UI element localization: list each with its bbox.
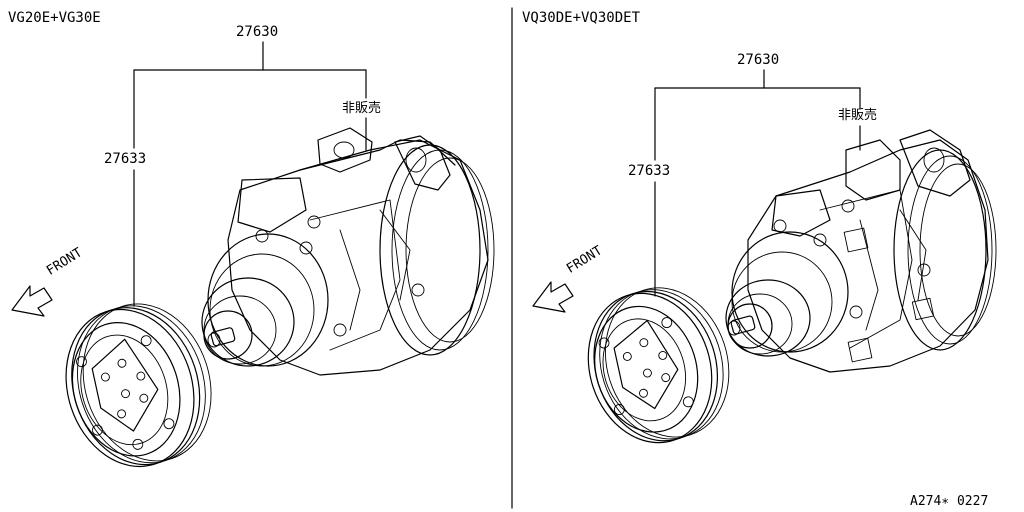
left-not-for-sale-label: 非販売 (342, 101, 382, 116)
left-clutch-pulley (65, 303, 212, 468)
left-front-arrow (11, 285, 53, 317)
left-compressor (201, 127, 495, 376)
right-clutch-pulley (587, 287, 730, 444)
left-assembly-part-number: 27630 (236, 24, 279, 40)
diagram-code: A274∗ 0227 (910, 494, 989, 509)
right-callout-lines (654, 69, 861, 297)
right-clutch-part-number: 27633 (628, 163, 671, 179)
left-clutch-part-number: 27633 (104, 151, 147, 167)
right-not-for-sale-label: 非販売 (838, 108, 878, 123)
right-compressor (725, 129, 997, 373)
right-front-arrow (532, 281, 574, 313)
left-callout-lines (133, 41, 367, 307)
right-engine-label: VQ30DE+VQ30DET (522, 10, 641, 26)
right-assembly-part-number: 27630 (737, 52, 780, 68)
left-engine-label: VG20E+VG30E (8, 10, 101, 26)
